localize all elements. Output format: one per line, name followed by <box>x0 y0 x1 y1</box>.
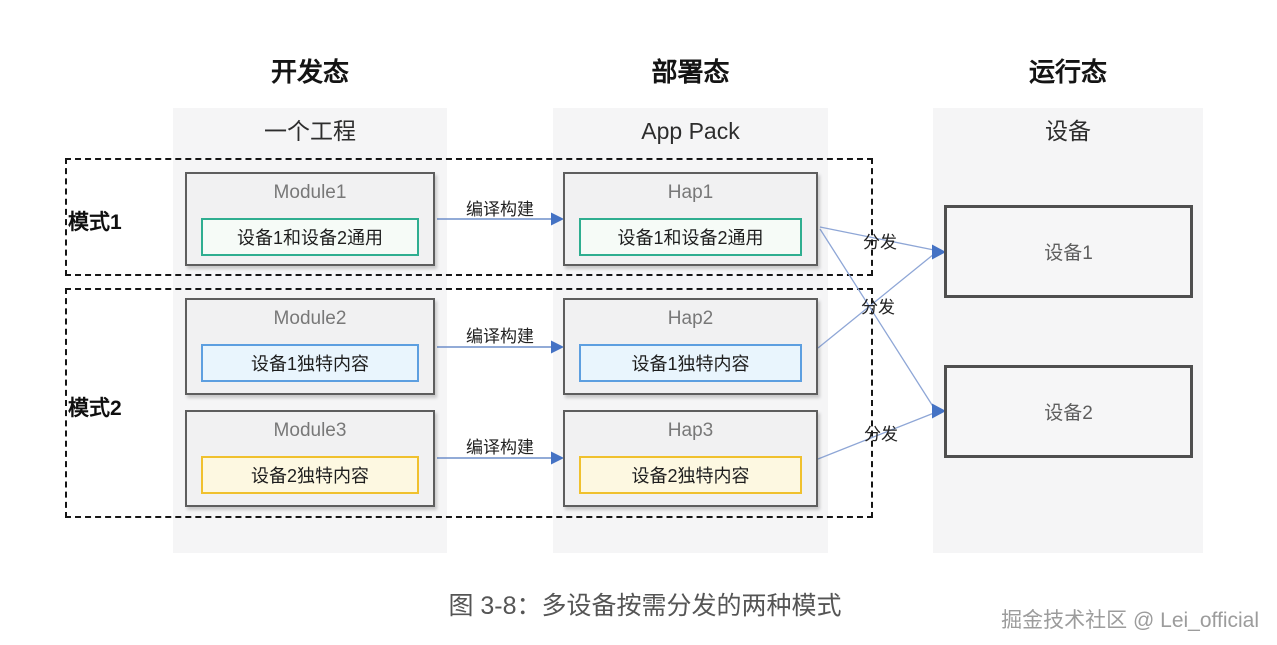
mode2-label: 模式2 <box>68 397 122 420</box>
build-arrow-label-2: 编译构建 <box>466 327 534 346</box>
device-column-label: 设备 <box>1045 118 1091 144</box>
app-pack-column-label: App Pack <box>641 118 740 144</box>
build-arrow-label-3: 编译构建 <box>466 438 534 457</box>
mode1-label: 模式1 <box>68 211 122 234</box>
distribute-arrow-label-2: 分发 <box>861 298 895 317</box>
module2-title: Module2 <box>273 308 347 329</box>
module2-box: Module2 设备1独特内容 <box>185 298 435 395</box>
build-arrow-label-1: 编译构建 <box>466 200 534 219</box>
device1-box: 设备1 <box>944 205 1193 298</box>
hap1-content: 设备1和设备2通用 <box>579 218 802 256</box>
module1-title: Module1 <box>273 182 347 203</box>
project-column-label: 一个工程 <box>264 118 356 144</box>
hap3-content: 设备2独特内容 <box>579 456 802 494</box>
run-column-background <box>933 108 1203 553</box>
module1-box: Module1 设备1和设备2通用 <box>185 172 435 266</box>
watermark-text: 掘金技术社区 @ Lei_official <box>1001 609 1259 632</box>
hap2-box: Hap2 设备1独特内容 <box>563 298 818 395</box>
run-state-header: 运行态 <box>1028 57 1107 87</box>
module3-box: Module3 设备2独特内容 <box>185 410 435 507</box>
module3-title: Module3 <box>273 420 347 441</box>
module1-content: 设备1和设备2通用 <box>201 218 419 256</box>
deploy-state-header: 部署态 <box>651 57 730 87</box>
hap3-title: Hap3 <box>667 420 714 441</box>
device2-box: 设备2 <box>944 365 1193 458</box>
module2-content: 设备1独特内容 <box>201 344 419 382</box>
distribute-arrow-label-3: 分发 <box>864 425 898 444</box>
module3-content: 设备2独特内容 <box>201 456 419 494</box>
hap1-title: Hap1 <box>667 182 714 203</box>
figure-caption: 图 3-8：多设备按需分发的两种模式 <box>448 592 842 620</box>
distribute-arrow-label-1: 分发 <box>863 233 897 252</box>
hap2-title: Hap2 <box>667 308 714 329</box>
hap2-content: 设备1独特内容 <box>579 344 802 382</box>
hap1-box: Hap1 设备1和设备2通用 <box>563 172 818 266</box>
dev-state-header: 开发态 <box>270 57 349 87</box>
hap3-box: Hap3 设备2独特内容 <box>563 410 818 507</box>
mode1-dashed-frame <box>65 158 873 276</box>
